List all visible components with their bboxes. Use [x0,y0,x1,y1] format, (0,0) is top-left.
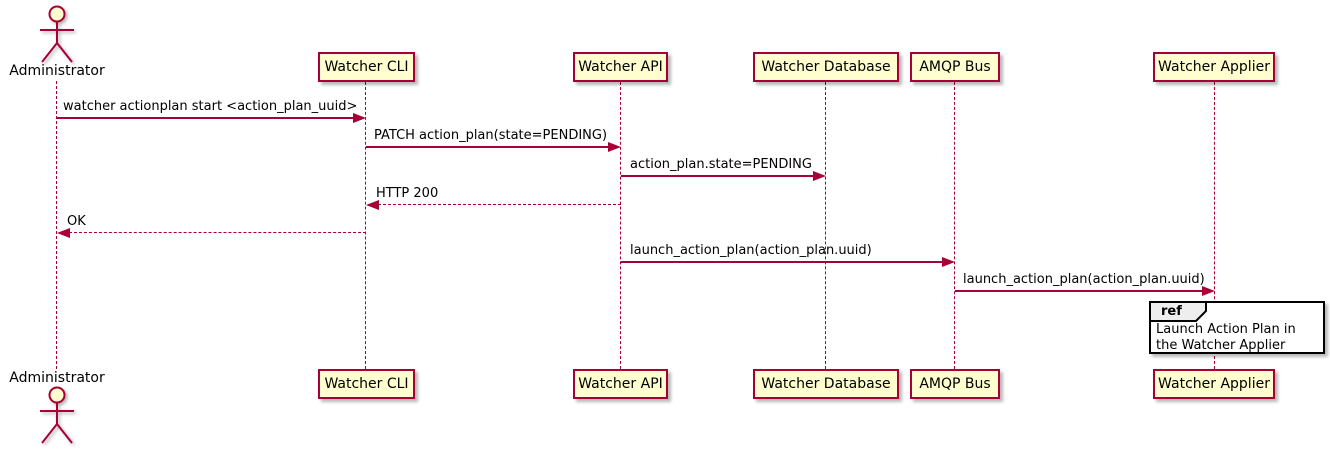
participant-watcher-cli-top: Watcher CLI [318,52,415,82]
message-label: watcher actionplan start <action_plan_uu… [63,99,358,114]
actor-label-top: Administrator [9,63,105,79]
message-label: PATCH action_plan(state=PENDING) [374,128,608,143]
participant-watcher-applier-top: Watcher Applier [1153,52,1275,82]
participant-label: Watcher API [578,59,663,75]
participant-label: Watcher CLI [324,59,409,75]
participant-watcher-database-top: Watcher Database [753,52,899,82]
ref-text: Launch Action Plan in the Watcher Applie… [1156,322,1296,353]
lifeline-watcher-applier [1214,82,1215,369]
arrowhead-right-icon [942,257,955,267]
arrowhead-right-icon [813,171,826,181]
message-label: OK [67,214,86,229]
arrowhead-left-icon [57,228,70,238]
arrowhead-right-icon [608,142,621,152]
participant-label: Watcher API [578,376,663,392]
participant-label: Watcher Applier [1158,59,1270,75]
ref-fragment: ref Launch Action Plan in the Watcher Ap… [1149,301,1325,354]
participant-watcher-api-bottom: Watcher API [573,369,668,399]
arrowhead-right-icon [1202,286,1215,296]
message-line [57,117,356,119]
ref-tab-icon [1149,301,1207,322]
participant-label: Watcher Database [761,59,891,75]
actor-icon [40,386,74,444]
participant-label: AMQP Bus [919,59,991,75]
lifeline-administrator [56,81,57,369]
participant-watcher-api-top: Watcher API [573,52,668,82]
message-label: launch_action_plan(action_plan.uuid) [963,272,1205,287]
lifeline-amqp-bus [954,82,955,369]
participant-label: Watcher Database [761,376,891,392]
message-label: launch_action_plan(action_plan.uuid) [630,243,872,258]
message-line [621,175,815,177]
message-line [69,232,366,233]
arrowhead-right-icon [353,113,366,123]
lifeline-watcher-api [620,82,621,369]
message-line [621,261,945,263]
participant-label: Watcher CLI [324,376,409,392]
participant-watcher-database-bottom: Watcher Database [753,369,899,399]
participant-label: AMQP Bus [919,376,991,392]
lifeline-watcher-database [825,82,826,369]
message-label: HTTP 200 [376,186,439,201]
participant-label: Watcher Applier [1158,376,1270,392]
arrowhead-left-icon [366,200,379,210]
participant-watcher-cli-bottom: Watcher CLI [318,369,415,399]
message-label: action_plan.state=PENDING [630,157,812,172]
actor-label-bottom: Administrator [9,370,105,386]
message-line [366,146,610,148]
message-line [955,290,1205,292]
message-line [378,204,621,205]
lifeline-watcher-cli [365,82,366,369]
ref-keyword: ref [1161,304,1182,319]
participant-amqp-bus-top: AMQP Bus [910,52,1000,82]
actor-icon [40,5,74,63]
participant-amqp-bus-bottom: AMQP Bus [910,369,1000,399]
participant-watcher-applier-bottom: Watcher Applier [1153,369,1275,399]
